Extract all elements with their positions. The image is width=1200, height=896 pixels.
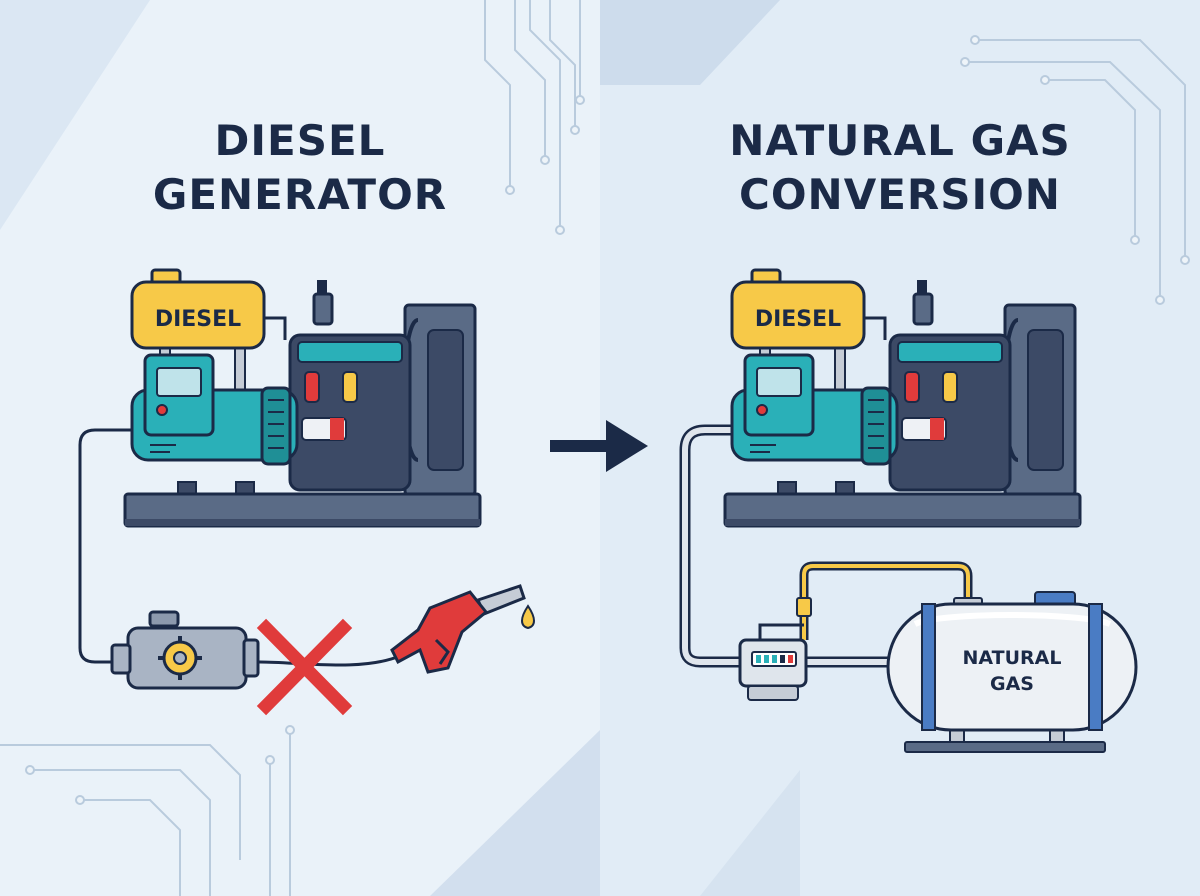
natural-gas-tank: NATURAL GAS	[886, 591, 1138, 753]
diesel-tank-label-right: DIESEL	[755, 307, 841, 332]
gas-meter-icon	[738, 638, 808, 701]
fuel-nozzle-icon	[390, 584, 535, 674]
left-title-line2: GENERATOR	[152, 170, 448, 219]
fuel-line-left	[78, 428, 133, 664]
gas-pipe	[682, 427, 740, 665]
diesel-tank-label-left: DIESEL	[155, 307, 241, 332]
gas-tank-label-line2: GAS	[990, 673, 1034, 695]
transition-arrow-icon	[550, 420, 648, 472]
gas-tank-label-line1: NATURAL	[963, 647, 1062, 669]
right-title-line2: CONVERSION	[739, 170, 1061, 219]
engine-icon	[110, 610, 260, 690]
left-title-line1: DIESEL	[214, 116, 386, 165]
gas-supply-line	[802, 564, 970, 640]
right-panel-title: NATURAL GAS CONVERSION	[600, 114, 1200, 222]
blocked-cross-icon	[256, 618, 353, 716]
right-title-line1: NATURAL GAS	[729, 116, 1071, 165]
left-panel-title: DIESEL GENERATOR	[0, 114, 600, 222]
